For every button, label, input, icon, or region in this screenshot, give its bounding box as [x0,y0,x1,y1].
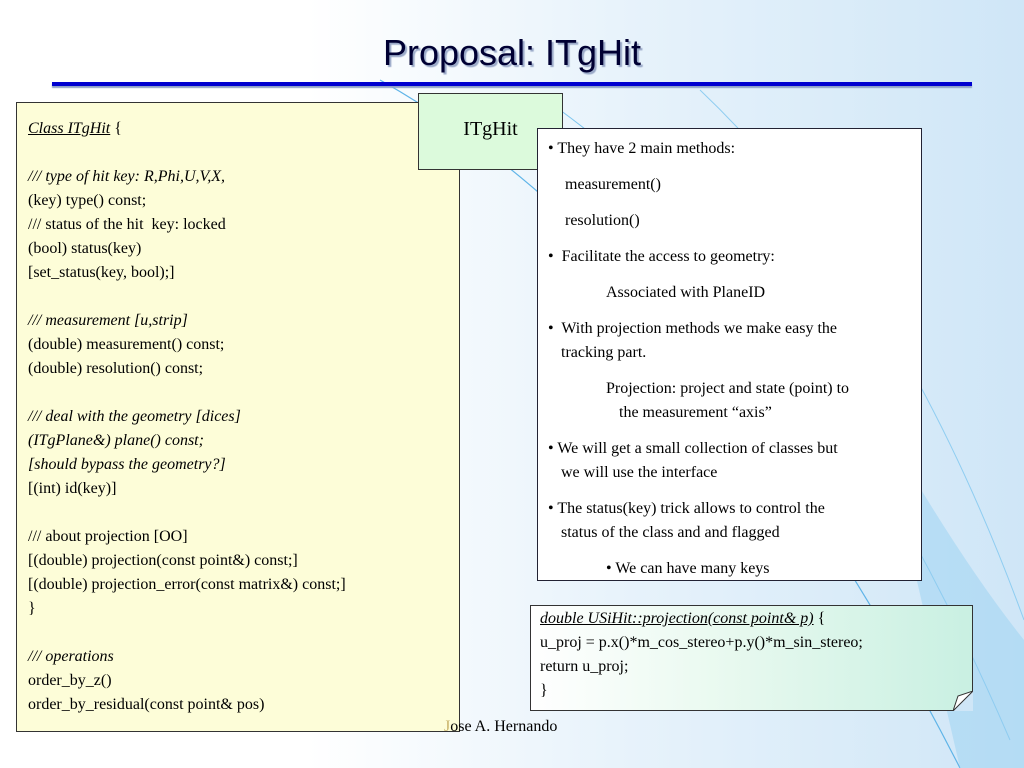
bullet-text: status of the class and and flagged [561,524,780,541]
code-line: (ITgPlane&) plane() const; [28,432,204,449]
code-blank-line [28,381,459,405]
features-bullet-box: • They have 2 main methods: measurement(… [537,128,922,581]
code-blank-line [28,501,459,525]
title-underline [52,82,972,86]
bullet-text: • With projection methods we make easy t… [548,320,838,337]
author-footer: Jose A. Hernando [444,718,558,735]
code-line: } [28,600,36,617]
code-line: [set_status(key, bool);] [28,264,175,281]
bullet-subtext: resolution() [565,212,640,229]
code-blank-line [28,141,459,165]
code-line: /// about projection [OO] [28,528,188,545]
code-line: } [540,682,548,699]
code-line: u_proj = p.x()*m_cos_stereo+p.y()*m_sin_… [540,634,863,651]
bullet-subtext: the measurement “axis” [619,404,772,421]
code-line: Class ITgHit { [28,120,122,137]
page-title: Proposal: ITgHit [382,32,642,73]
code-blank-line [28,621,459,645]
code-line: [should bypass the geometry?] [28,456,226,473]
code-line: (double) resolution() const; [28,360,204,377]
bullet-text: • They have 2 main methods: [548,140,736,157]
code-line: /// measurement [u,strip] [28,312,188,329]
bullet-text: • Facilitate the access to geometry: [548,248,775,265]
code-line: /// deal with the geometry [dices] [28,408,241,425]
folded-corner-icon [953,691,973,711]
code-line: (bool) status(key) [28,240,142,257]
code-line: /// operations [28,648,114,665]
code-line: double USiHit::projection(const point& p… [540,610,826,627]
bullet-text: • We will get a small collection of clas… [548,440,838,457]
code-line: order_by_residual(const point& pos) [28,696,265,713]
code-line: (double) measurement() const; [28,336,225,353]
projection-code-snippet: double USiHit::projection(const point& p… [530,605,973,711]
bullet-text: we will use the interface [561,464,718,481]
code-line: /// status of the hit key: locked [28,216,226,233]
code-line: /// type of hit key: R,Phi,U,V,X, [28,168,225,185]
bullet-subtext: Associated with PlaneID [606,284,766,301]
code-line: (key) type() const; [28,192,147,209]
code-line: order_by_z() [28,672,112,689]
bullet-subtext: measurement() [565,176,661,193]
code-line: [(double) projection(const point&) const… [28,552,298,569]
code-line: return u_proj; [540,658,629,675]
bullet-text: • The status(key) trick allows to contro… [548,500,825,517]
code-blank-line [28,285,459,309]
bullet-subtext: Projection: project and state (point) to [606,380,850,397]
bullet-text: tracking part. [561,344,647,361]
class-definition-box: Class ITgHit { /// type of hit key: R,Ph… [16,102,460,732]
note-label-text: ITgHit [463,118,518,140]
bullet-subtext: • We can have many keys [606,560,770,577]
code-line: [(int) id(key)] [28,480,117,497]
code-line: [(double) projection_error(const matrix&… [28,576,346,593]
